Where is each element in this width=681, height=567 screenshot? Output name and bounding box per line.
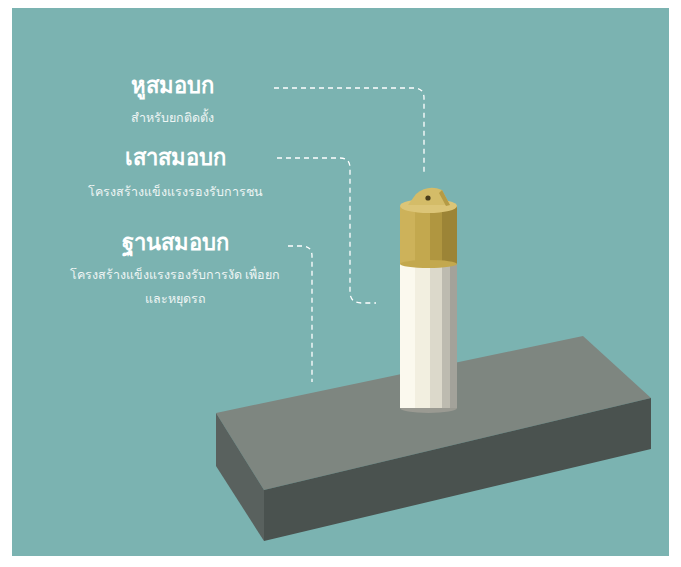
leader-lines [274, 88, 424, 382]
lug-hole [425, 195, 430, 200]
background-panel [12, 8, 669, 556]
leader-line [277, 158, 376, 303]
part-name: เสาสมอบก [75, 144, 275, 172]
part-note: โครงสร้างแข็งแรงรองรับการชน [55, 180, 295, 204]
post [400, 262, 457, 413]
base-left-face [216, 413, 264, 541]
lifting-lug-side [439, 190, 450, 206]
leader-line [274, 88, 424, 172]
base-front-face [264, 398, 651, 541]
leader-line [288, 246, 312, 382]
cap [400, 199, 457, 268]
part-note: โครงสร้างแข็งแรงรองรับการงัด เพื่อยก และ… [69, 263, 281, 311]
lifting-lug [408, 188, 450, 205]
part-name: หูสมอบก [72, 72, 272, 100]
part-name: ฐานสมอบก [75, 229, 275, 257]
part-note: สำหรับยกติดตั้ง [62, 106, 282, 130]
